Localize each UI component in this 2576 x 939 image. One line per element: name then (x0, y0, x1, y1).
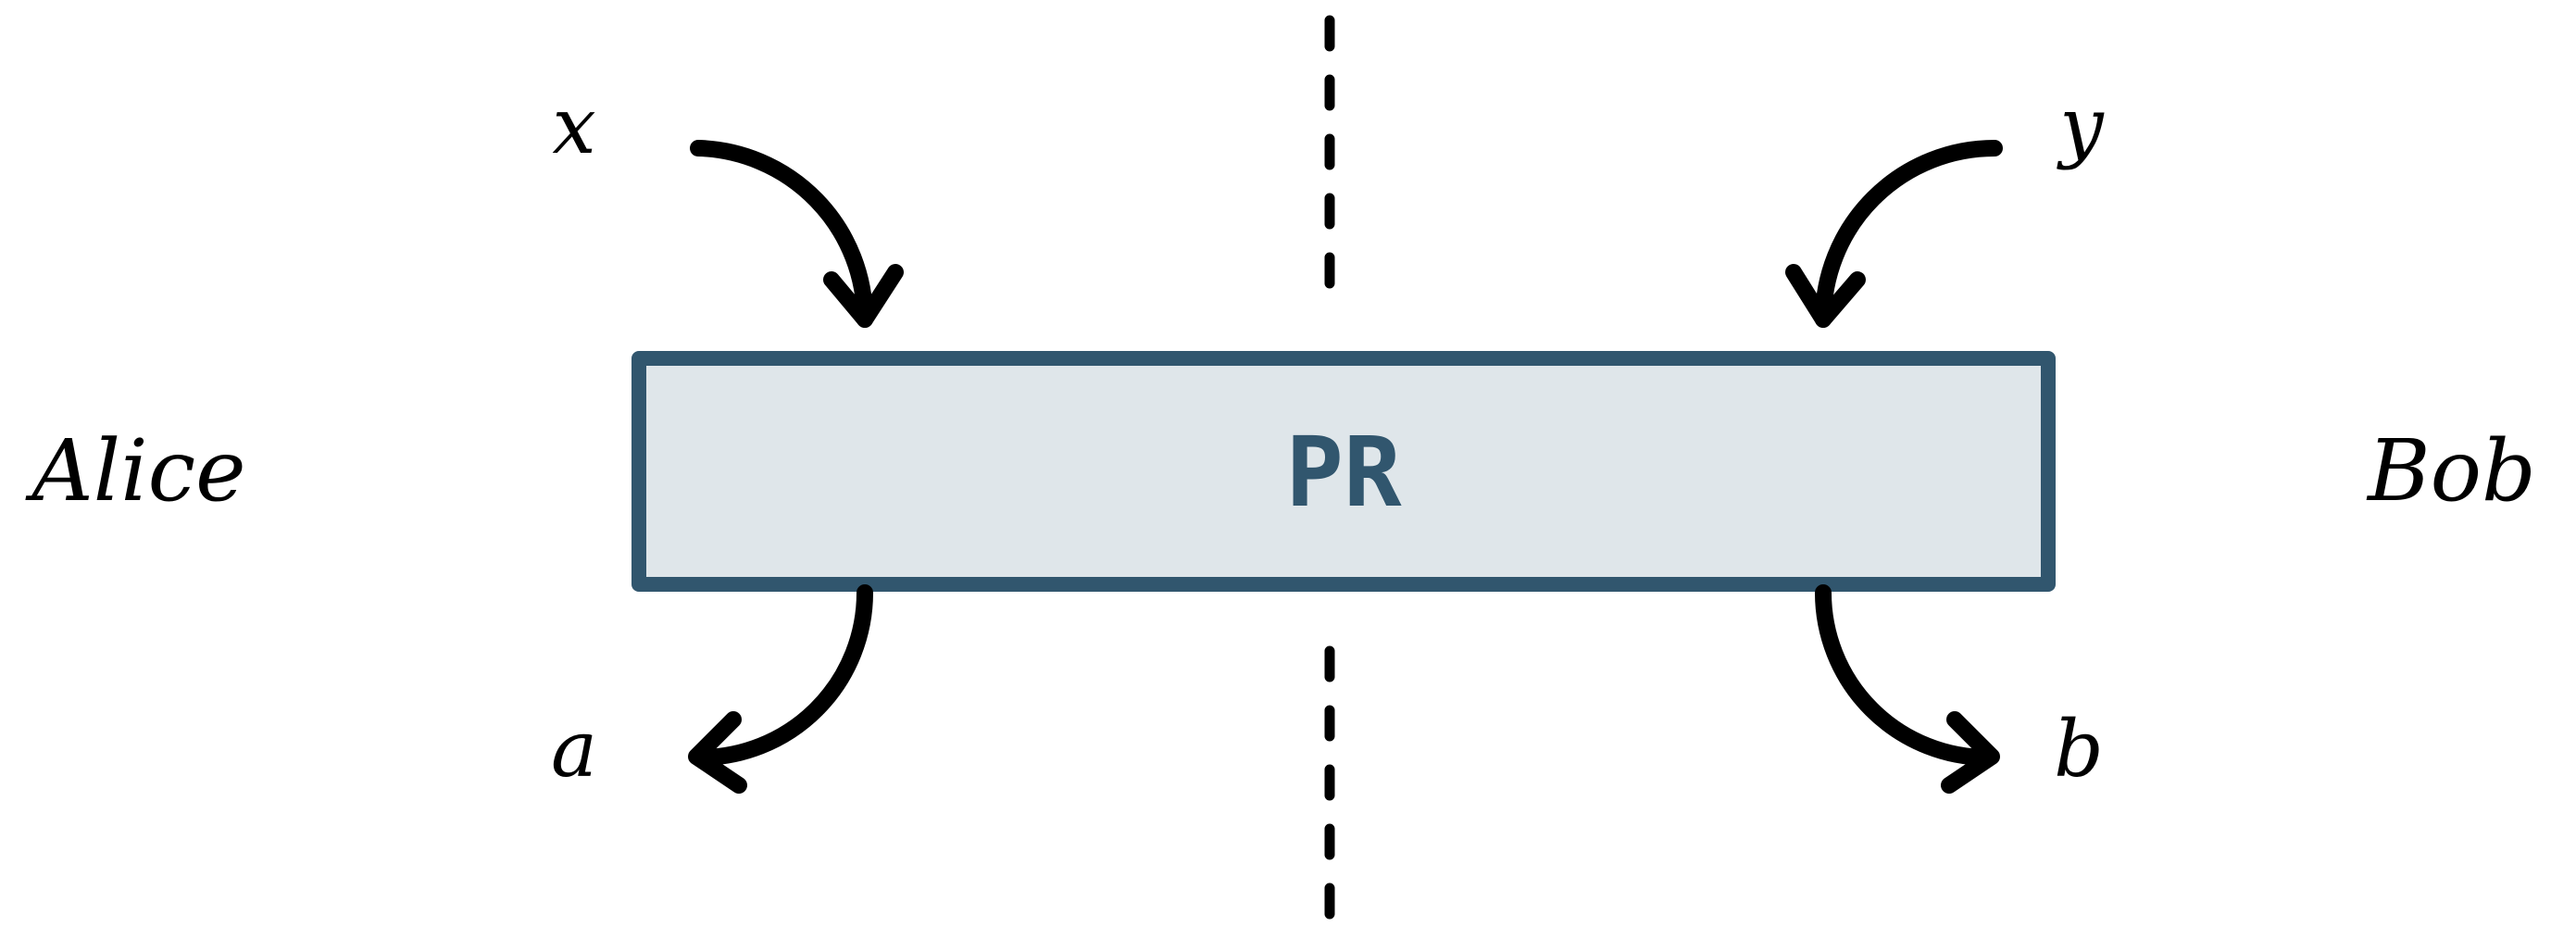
output-arrow-b (1815, 584, 2000, 794)
pr-box-label: PR (1285, 416, 1402, 529)
input-arrow-x (690, 140, 904, 328)
input-label-x: x (552, 81, 595, 171)
output-arrow-a (688, 584, 873, 794)
party-label-bob: Bob (2366, 421, 2536, 520)
pr-box (631, 351, 2056, 592)
output-label-a: a (551, 704, 597, 795)
input-label-y: y (2056, 81, 2105, 171)
input-arrow-y (1785, 140, 2003, 328)
output-label-b: b (2054, 704, 2104, 795)
party-label-alice: Alice (24, 421, 245, 520)
